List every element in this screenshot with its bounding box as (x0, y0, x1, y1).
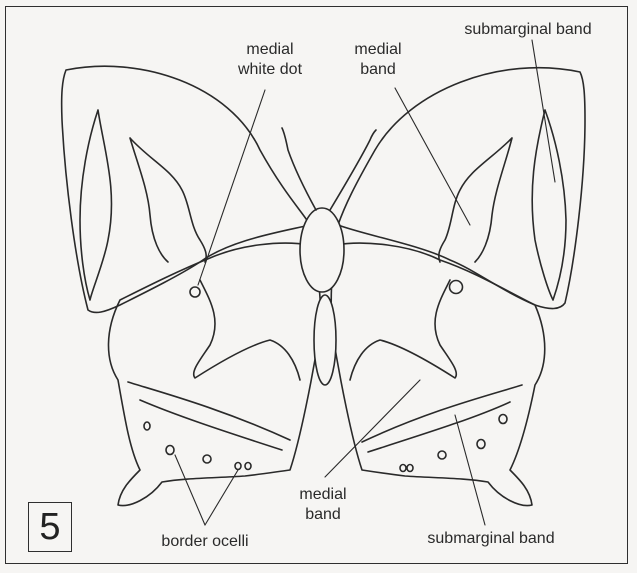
left-hindwing-medial-band (194, 280, 300, 380)
right-medial-white-dot (450, 281, 463, 294)
right-border-ocellus-1 (499, 415, 507, 424)
label-submarginal-band-top: submarginal band (448, 20, 608, 40)
left-hindwing (108, 243, 320, 505)
label-border-ocelli: border ocelli (140, 532, 270, 552)
right-hindwing-submarginal-band (362, 385, 522, 452)
left-medial-white-dot (190, 287, 200, 297)
label-medial-band-bottom: medial band (283, 485, 363, 525)
leader-medial-white-dot (198, 90, 265, 285)
right-border-ocellus-4 (400, 465, 406, 472)
left-antenna (282, 128, 316, 210)
label-submarginal-band-bottom: submarginal band (406, 529, 576, 549)
right-forewing-medial-band (439, 138, 512, 262)
left-border-ocellus-1 (144, 422, 150, 430)
right-border-ocellus-3 (438, 451, 446, 459)
left-forewing-medial-band (130, 138, 206, 262)
figure-number: 5 (28, 502, 72, 552)
right-forewing-submarginal-band (532, 110, 566, 300)
right-border-ocellus-5 (407, 465, 413, 472)
leader-border-ocelli-1 (175, 455, 205, 525)
right-border-ocellus-2 (477, 440, 485, 449)
right-hindwing (331, 243, 545, 505)
left-border-ocellus-5 (245, 463, 251, 470)
label-medial-band-top: medial band (338, 40, 418, 80)
left-forewing-submarginal-band (80, 110, 112, 300)
left-forewing (62, 66, 310, 312)
right-hindwing-medial-band (350, 280, 456, 380)
thorax (300, 208, 344, 292)
abdomen (314, 295, 336, 385)
leader-submarginal-band-bottom (455, 415, 485, 525)
leader-medial-band-top (395, 88, 470, 225)
left-border-ocellus-2 (166, 446, 174, 455)
right-antenna (330, 130, 376, 210)
leader-medial-band-bottom (325, 380, 420, 477)
label-medial-white-dot: medial white dot (225, 40, 315, 80)
left-border-ocellus-4 (235, 463, 241, 470)
left-hindwing-submarginal-band (128, 382, 290, 450)
left-border-ocellus-3 (203, 455, 211, 463)
